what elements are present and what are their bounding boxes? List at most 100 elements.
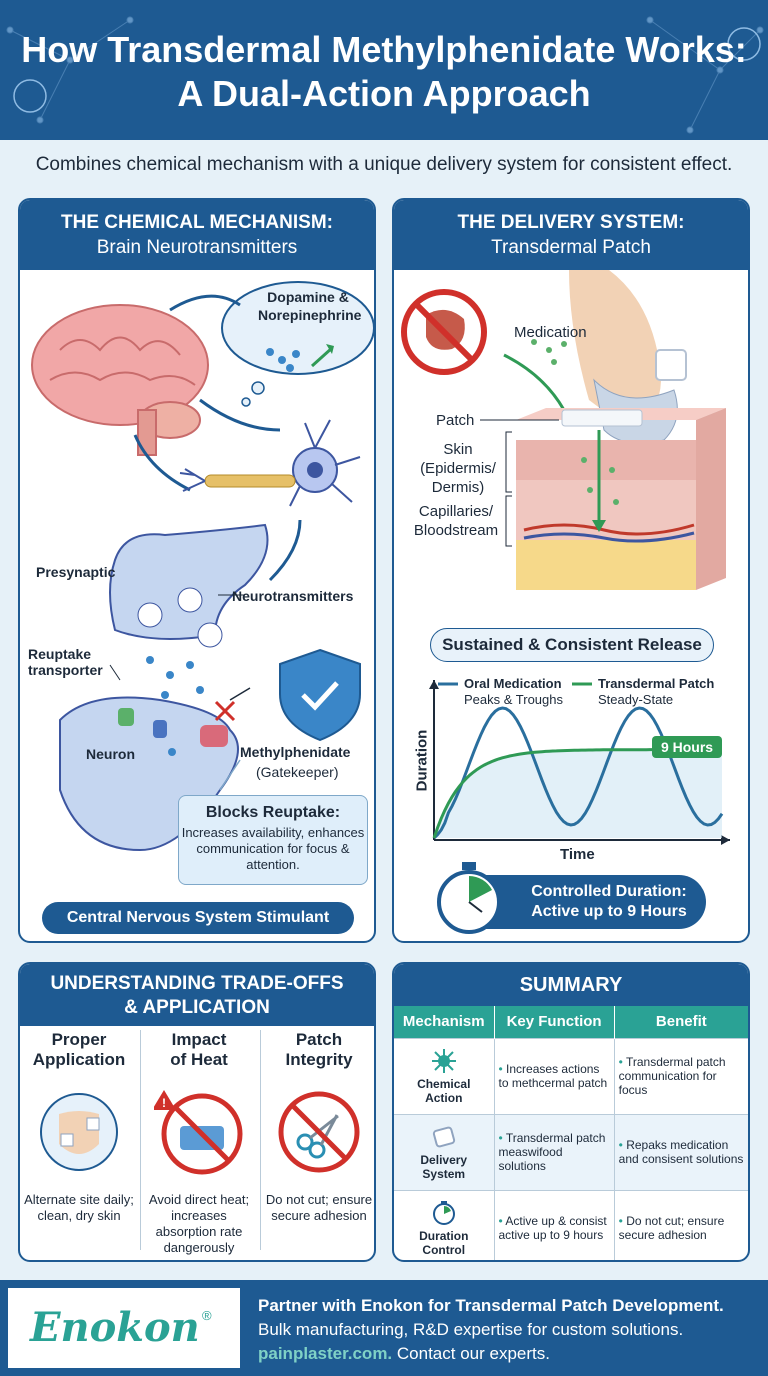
key-function-text: Active up & consist active up to 9 hours: [499, 1214, 610, 1242]
skin-label-line2: (Epidermis/: [420, 460, 496, 477]
delivery-system-panel: THE DELIVERY SYSTEM: Transdermal Patch: [392, 198, 750, 943]
chemical-heading-line2: Brain Neurotransmitters: [96, 237, 298, 258]
mechanism-name-1: Chemical: [417, 1076, 471, 1091]
footer-contact-text: Contact our experts.: [392, 1344, 550, 1363]
y-axis-label: Duration: [413, 729, 431, 792]
mechanism-cell: Chemical Action: [394, 1037, 495, 1114]
capillaries-label: Capillaries/ Bloodstream: [406, 502, 506, 540]
skin-cross-section: [516, 408, 726, 590]
tradeoffs-panel-heading: UNDERSTANDING TRADE-OFFS & APPLICATION: [20, 964, 374, 1026]
patch-integrity-title-2: Integrity: [285, 1050, 353, 1069]
column-header-mechanism: Mechanism: [394, 1006, 495, 1038]
delivery-illustration: [401, 270, 726, 590]
legend-oral-sublabel: Peaks & Troughs: [464, 692, 563, 707]
benefit-text: Do not cut; ensure secure adhesion: [619, 1214, 744, 1242]
column-header-benefit: Benefit: [614, 1006, 748, 1038]
column-divider: [260, 1030, 261, 1250]
chemical-heading-line1: THE CHEMICAL MECHANISM:: [61, 212, 333, 233]
duration-line2: Active up to 9 Hours: [531, 903, 687, 920]
footer-line3: painplaster.com. Contact our experts.: [258, 1344, 550, 1364]
table-row: Duration Control Active up & consist act…: [394, 1189, 748, 1260]
delivery-panel-heading: THE DELIVERY SYSTEM: Transdermal Patch: [394, 200, 748, 270]
summary-header-row: Mechanism Key Function Benefit: [394, 1006, 748, 1038]
blocked-transporter-icon: [200, 725, 228, 747]
table-row: Chemical Action Increases actions to met…: [394, 1037, 748, 1114]
neuron-label: Neuron: [86, 746, 135, 762]
logo-text: Enokon: [30, 1304, 200, 1351]
footer-line1: Partner with Enokon for Transdermal Patc…: [258, 1296, 724, 1315]
svg-text:!: !: [162, 1096, 166, 1110]
key-function-text: Transdermal patch measwifood solutions: [499, 1131, 610, 1173]
proper-application-column: Proper Application Alternate site daily;…: [22, 1030, 136, 1260]
neuron-icon: [179, 419, 361, 507]
nine-hours-badge: 9 Hours: [652, 736, 722, 758]
bubble-label: Dopamine & Norepinephrine: [258, 289, 362, 323]
patch-integrity-column: Patch Integrity Do not cut; ensure secur…: [262, 1030, 374, 1260]
patch-on-back-icon: [40, 1093, 118, 1171]
clock-icon: [432, 1200, 455, 1225]
mechanism-name-1: Delivery: [420, 1152, 468, 1167]
tradeoffs-panel: UNDERSTANDING TRADE-OFFS & APPLICATION P…: [18, 962, 376, 1262]
neurotransmitters-label: Neurotransmitters: [232, 588, 354, 604]
brain-icon: [13, 79, 47, 113]
patch-label: Patch: [436, 412, 475, 429]
website-link[interactable]: painplaster.com.: [258, 1344, 393, 1363]
cns-stimulant-badge: Central Nervous System Stimulant: [42, 902, 354, 934]
key-function-cell: Active up & consist active up to 9 hours: [494, 1189, 615, 1260]
mechanism-name-2: Action: [425, 1090, 463, 1105]
proper-application-desc: Alternate site daily; clean, dry skin: [24, 1192, 134, 1223]
legend-oral-name: Oral Medication: [464, 676, 562, 691]
delivery-heading-line1: THE DELIVERY SYSTEM:: [457, 212, 685, 233]
network-pattern: [6, 16, 764, 134]
registered-mark: ®: [202, 1308, 212, 1323]
shield-check-icon: [279, 648, 361, 742]
header-banner: How Transdermal Methylphenidate Works: A…: [0, 0, 768, 140]
key-function-cell: Increases actions to methcermal patch: [494, 1037, 615, 1114]
impact-of-heat-column: Impact of Heat ! Avoid direct heat; incr…: [142, 1030, 256, 1260]
mechanism-cell: Duration Control: [394, 1189, 495, 1260]
footer-banner: Enokon ® Partner with Enokon for Transde…: [0, 1280, 768, 1376]
summary-heading: SUMMARY: [394, 964, 748, 1006]
x-axis-label: Time: [560, 846, 595, 863]
molecule-icon: [727, 27, 761, 61]
summary-panel: SUMMARY Mechanism Key Function Benefit C…: [392, 962, 750, 1262]
enokon-logo[interactable]: Enokon ®: [8, 1288, 240, 1368]
patch-integrity-title-1: Patch: [295, 1030, 343, 1049]
benefit-text: Transdermal patch communication for focu…: [619, 1055, 744, 1097]
key-function-text: Increases actions to methcermal patch: [499, 1062, 610, 1090]
oral-medication-area: [434, 749, 722, 838]
proper-application-title-1: Proper: [51, 1030, 107, 1049]
presynaptic-label: Presynaptic: [36, 564, 116, 580]
benefit-cell: Transdermal patch communication for focu…: [614, 1037, 748, 1114]
tradeoffs-heading-line1: UNDERSTANDING TRADE-OFFS: [50, 973, 344, 994]
patch-icon: [432, 1126, 455, 1147]
release-chart: [429, 680, 730, 845]
no-scissors-icon: [278, 1091, 360, 1173]
skin-label-line3: Dermis): [431, 479, 485, 496]
legend-patch-name: Transdermal Patch: [598, 676, 715, 691]
benefit-cell: Repaks medication and consisent solution…: [614, 1113, 748, 1190]
oral-medication-line: [432, 706, 724, 840]
callout-title: Blocks Reuptake:: [205, 804, 341, 821]
table-row: Delivery System Transdermal patch measwi…: [394, 1113, 748, 1190]
benefit-cell: Do not cut; ensure secure adhesion: [614, 1189, 748, 1260]
mechanism-cell: Delivery System: [394, 1113, 495, 1190]
capillaries-label-line2: Bloodstream: [413, 522, 499, 539]
methylphenidate-label: Methylphenidate: [240, 744, 351, 760]
column-header-key-function: Key Function: [494, 1006, 615, 1038]
release-chart-title: Sustained & Consistent Release: [430, 628, 714, 662]
tradeoffs-heading-line2: & APPLICATION: [124, 997, 270, 1018]
mechanism-name-2: System: [422, 1166, 466, 1181]
callout-body: Increases availability, enhances communi…: [181, 825, 365, 872]
chemical-mechanism-panel: THE CHEMICAL MECHANISM: Brain Neurotrans…: [18, 198, 376, 943]
capillaries-label-line1: Capillaries/: [418, 503, 494, 520]
warning-icon: [154, 1090, 176, 1110]
blocks-reuptake-callout: Blocks Reuptake: Increases availability,…: [178, 795, 368, 885]
stopwatch-icon: [437, 862, 501, 934]
duration-line1: Controlled Duration:: [531, 883, 687, 900]
page-subtitle: Combines chemical mechanism with a uniqu…: [35, 154, 733, 175]
legend-patch-sublabel: Steady-State: [598, 692, 674, 707]
key-function-cell: Transdermal patch measwifood solutions: [494, 1113, 615, 1190]
reuptake-transporter-label: Reuptake transporter: [28, 646, 103, 678]
skin-label-line1: Skin: [443, 441, 473, 458]
